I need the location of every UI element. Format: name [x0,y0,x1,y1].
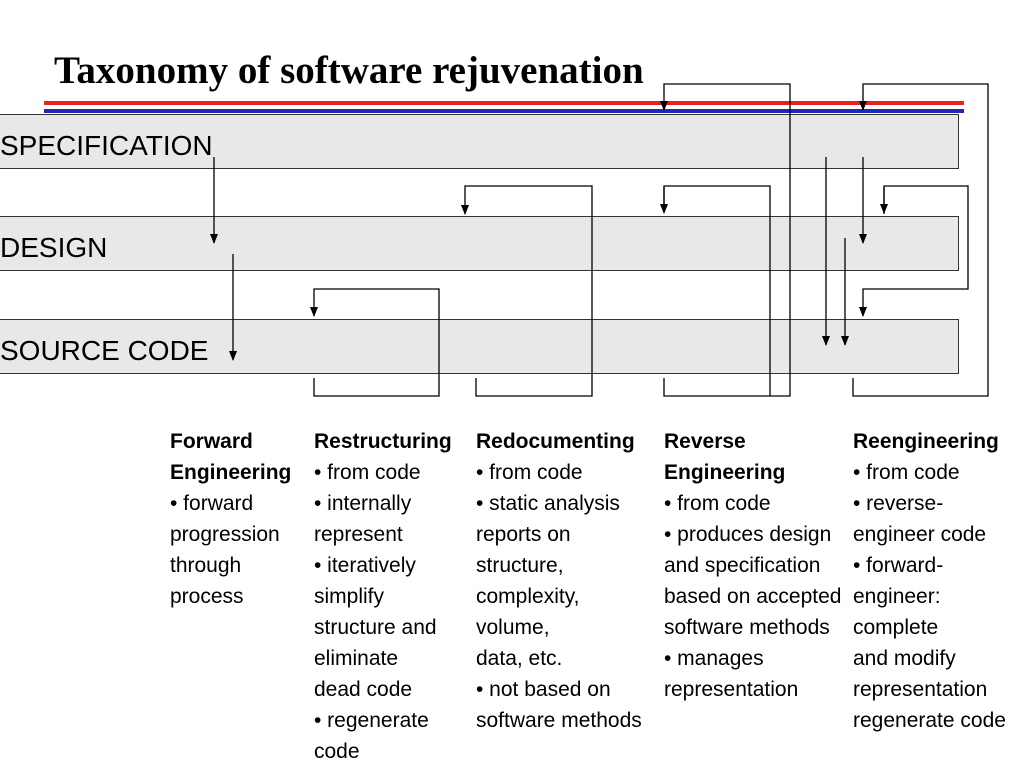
category-line: code [314,740,360,763]
category-line: structure, [476,554,564,577]
category-line: reports on [476,523,571,546]
category-line: structure and [314,616,437,639]
category-restructuring: Restructuring • from code • internally r… [314,426,452,767]
category-line: software methods [476,709,642,732]
category-line: • reverse- [853,492,944,515]
category-line: • forward [170,492,254,515]
specification-band [0,114,959,169]
category-line: engineer code [853,523,987,546]
category-title: Redocumenting [476,430,635,453]
category-line: volume, [476,616,550,639]
category-line: simplify [314,585,385,608]
category-title: Reengineering [853,430,999,453]
category-line: eliminate [314,647,399,670]
category-line: data, etc. [476,647,563,670]
category-line: process [170,585,244,608]
category-line: • forward- [853,554,944,577]
restructuring-loop [310,288,440,397]
category-line: • from code [664,492,771,515]
specification-label: SPECIFICATION [0,130,213,161]
source-code-band [0,319,959,374]
category-line: • manages [664,647,764,670]
category-line: regenerate code [853,709,1006,732]
reengineering-outer-loop [852,83,989,397]
category-line: represent [314,523,403,546]
category-line: • from code [853,461,960,484]
category-forward-engineering: Forward Engineering • forward progressio… [170,426,291,612]
category-line: • produces design [664,523,832,546]
category-line: • internally [314,492,412,515]
category-line: and modify [853,647,956,670]
category-line: complexity, [476,585,580,608]
design-label: DESIGN [0,232,108,263]
page-title: Taxonomy of software rejuvenation [54,49,644,92]
category-line: • regenerate [314,709,429,732]
category-line: progression [170,523,280,546]
reengineering-middle-loop [859,185,969,317]
category-title: Reverse Engineering [664,430,786,484]
category-reengineering: Reengineering • from code • reverse- eng… [853,426,1006,736]
category-line: representation [853,678,988,701]
redocumenting-loop [461,185,593,397]
category-redocumenting: Redocumenting • from code • static analy… [476,426,642,736]
category-title: Forward Engineering [170,430,292,484]
category-line: • iteratively [314,554,416,577]
category-line: and specification [664,554,821,577]
category-line: representation [664,678,799,701]
reverse-engineering-inner-loop [663,185,771,396]
design-band [0,216,959,271]
category-line: engineer: [853,585,941,608]
category-line: • static analysis [476,492,620,515]
category-line: dead code [314,678,413,701]
category-line: based on accepted [664,585,842,608]
category-line: • from code [476,461,583,484]
category-reverse-engineering: Reverse Engineering • from code • produc… [664,426,841,705]
category-line: • from code [314,461,421,484]
category-line: • not based on [476,678,611,701]
category-line: complete [853,616,939,639]
category-line: software methods [664,616,830,639]
source-code-label: SOURCE CODE [0,335,209,366]
reverse-engineering-outer-loop [660,83,791,397]
category-line: through [170,554,242,577]
category-title: Restructuring [314,430,452,453]
